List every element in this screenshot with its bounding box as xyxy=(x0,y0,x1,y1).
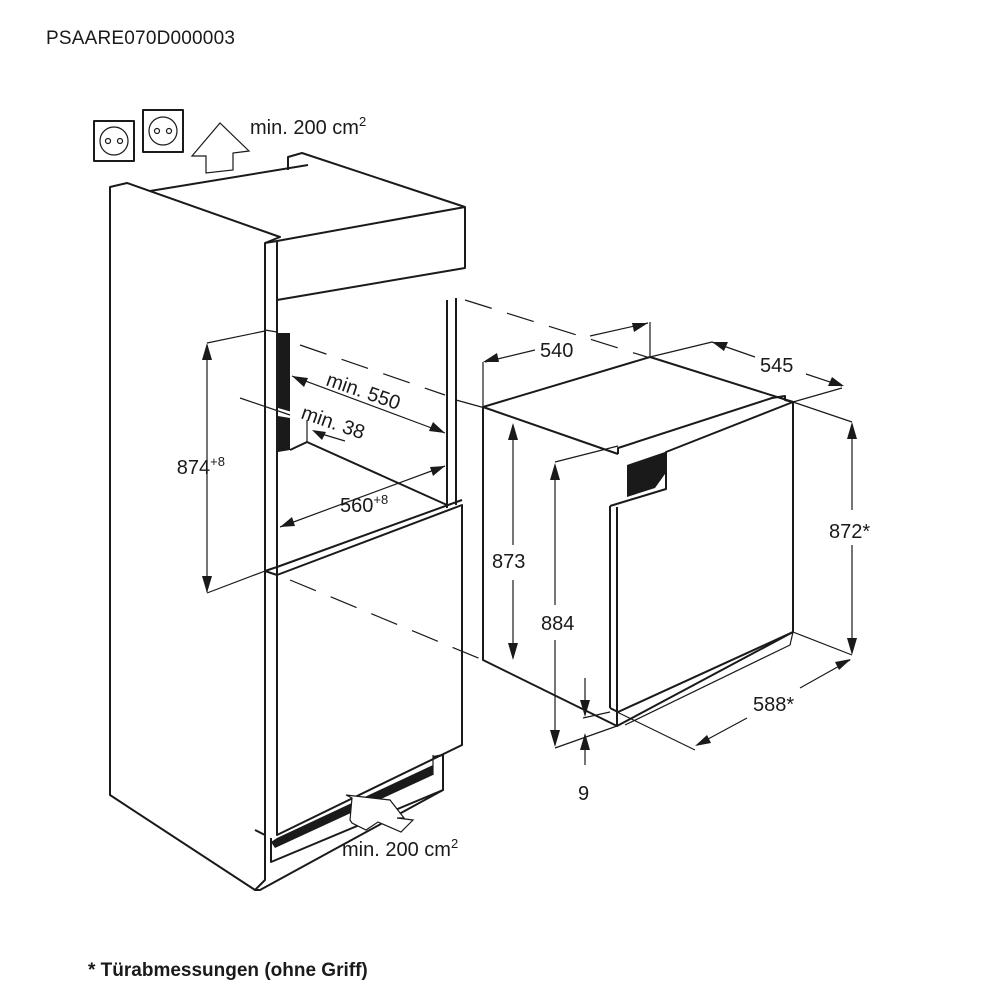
footnote: * Türabmessungen (ohne Griff) xyxy=(88,960,368,981)
airflow-arrow-icon xyxy=(345,794,415,833)
appliance-body-height-label: 873 xyxy=(492,551,525,573)
niche-width-label: 560+8 xyxy=(340,492,388,517)
airflow-arrow-icon xyxy=(190,122,251,174)
document-id: PSAARE070D000003 xyxy=(46,28,236,49)
door-width-label: 588* xyxy=(753,694,794,716)
appliance-depth-label: 545 xyxy=(760,355,793,377)
door-handle-recess xyxy=(627,452,665,497)
bottom-ventilation-label: min. 200 cm2 xyxy=(342,836,458,861)
niche-dimension-lines xyxy=(202,299,651,661)
appliance-dimension-lines xyxy=(482,322,857,765)
niche-height-label: 874+8 xyxy=(177,454,225,479)
door-height-label: 872* xyxy=(829,521,870,543)
offset-label: 9 xyxy=(578,783,589,805)
top-ventilation-label: min. 200 cm2 xyxy=(250,114,366,139)
appliance-body xyxy=(482,356,794,727)
appliance-total-height-label: 884 xyxy=(541,613,574,635)
cabinet-niche xyxy=(109,152,466,891)
power-socket-icon xyxy=(93,109,184,162)
appliance-width-label: 540 xyxy=(540,340,573,362)
